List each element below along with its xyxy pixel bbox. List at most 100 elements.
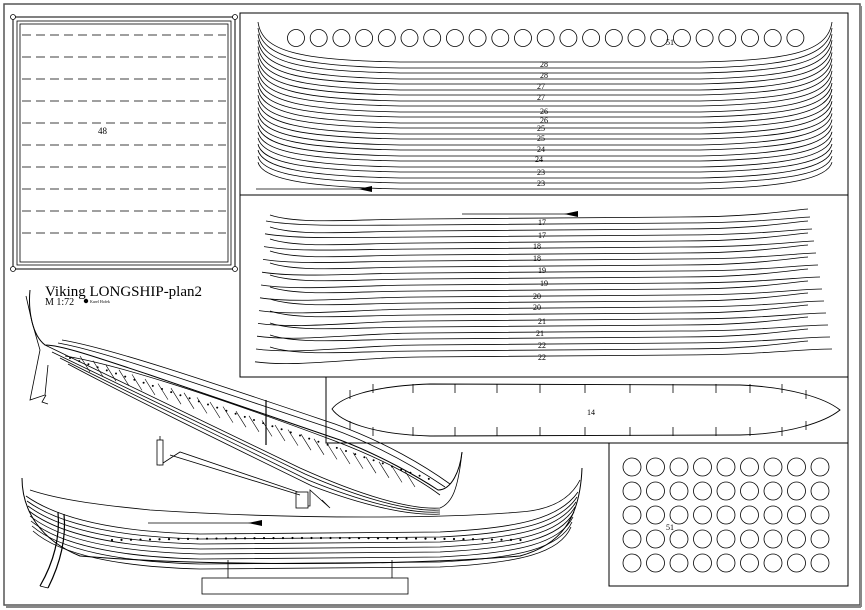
strake-label-25b: 25	[537, 134, 545, 143]
shield-disc	[740, 553, 759, 573]
shield-discs	[622, 457, 830, 573]
oar-hole	[372, 459, 375, 462]
middle-strake-outline	[254, 348, 833, 365]
strake-label-26b: 26	[540, 116, 548, 125]
shield-disc	[787, 457, 806, 477]
shield-disc	[787, 481, 806, 501]
upper-direction-arrow	[256, 186, 372, 192]
strake-label-18b: 18	[533, 254, 541, 263]
upper-strake-outline	[257, 46, 833, 85]
side-strake-line	[27, 501, 577, 545]
side-oar-hole	[272, 537, 275, 540]
hull-rib	[326, 443, 338, 460]
oar-hole	[216, 406, 219, 409]
hull-rib	[222, 406, 234, 423]
side-oar-hole	[243, 537, 247, 540]
hull-rib	[274, 424, 286, 442]
middle-strake-outline	[269, 328, 809, 342]
oar-hole	[409, 471, 412, 474]
strake-label-21b: 21	[536, 329, 544, 338]
middle-strake-outline	[269, 268, 809, 282]
shield-disc	[716, 553, 736, 573]
strake-label-28a: 28	[540, 60, 548, 69]
oar-hole	[391, 465, 393, 468]
strake-label-23b: 23	[537, 179, 545, 188]
upper-strake-outline	[257, 58, 833, 96]
oar-port-disc	[491, 29, 510, 47]
side-oar-hole	[519, 538, 522, 542]
upper-strake-outline	[257, 137, 833, 168]
shield-disc	[622, 505, 642, 525]
side-oar-hole	[424, 537, 427, 540]
shield-disc	[693, 553, 712, 573]
strake-label-21a: 21	[538, 317, 546, 326]
side-oar-hole	[329, 536, 332, 540]
oar-hole	[69, 357, 71, 359]
side-oar-hole	[462, 538, 465, 541]
middle-strake-labels: 17 17 18 18 19 19 20 20 21 21 22 22	[533, 218, 548, 362]
strake-label-27b: 27	[537, 93, 545, 102]
hull-rib	[131, 374, 143, 391]
shield-disc	[740, 505, 759, 525]
oar-port-disc	[423, 29, 442, 47]
side-oar-hole	[481, 538, 484, 541]
oar-hole	[400, 468, 403, 471]
shield-disc	[763, 553, 783, 573]
oar-port-disc	[559, 29, 578, 47]
strake-label-19a: 19	[538, 266, 546, 275]
deck-panel-label: 48	[98, 126, 108, 136]
shield-disc	[810, 505, 830, 525]
middle-strake-outline	[269, 340, 809, 354]
oar-hole	[179, 394, 182, 397]
oar-port-disc	[673, 29, 691, 47]
middle-strake-outline	[263, 240, 815, 251]
oar-hole	[161, 388, 163, 390]
side-strake-line	[28, 506, 576, 550]
oar-port-disc	[741, 29, 759, 47]
hull-rib	[79, 355, 91, 373]
side-oar-hole	[110, 538, 114, 542]
oar-port-disc	[287, 29, 305, 47]
hull-rib	[378, 461, 390, 478]
side-oar-hole	[281, 536, 285, 540]
side-oar-hole	[338, 536, 342, 540]
strake-label-19b: 19	[540, 279, 548, 288]
shield-disc	[693, 529, 712, 549]
middle-strake-outline	[258, 300, 825, 314]
side-oar-hole	[234, 537, 237, 540]
shield-disc	[810, 481, 830, 501]
middle-strake-outline	[269, 244, 809, 258]
side-oar-hole	[120, 538, 123, 541]
upper-strake-outline	[257, 70, 833, 107]
side-oar-hole	[205, 537, 209, 540]
upper-strake-outline	[257, 107, 833, 140]
shield-disc	[716, 529, 736, 549]
strake-label-23a: 23	[537, 168, 545, 177]
shield-disc	[693, 481, 712, 501]
hull-rib	[183, 392, 195, 409]
shield-disc	[810, 457, 830, 477]
oar-port-disc	[400, 29, 419, 47]
hull-rib	[209, 401, 221, 419]
middle-strake-outline	[264, 228, 813, 239]
hull-rib	[352, 452, 364, 469]
middle-strake-outline	[269, 292, 809, 306]
strake-label-22b: 22	[538, 353, 546, 362]
oar-hole	[133, 378, 136, 381]
plan-title: Viking LONGSHIP-plan2	[45, 284, 202, 300]
shield-disc	[787, 505, 806, 525]
oar-port-disc	[695, 29, 714, 47]
middle-strake-outline	[269, 316, 809, 330]
hull-rib	[92, 360, 104, 377]
shield-label: 51	[666, 523, 674, 532]
oar-port-disc	[377, 29, 396, 47]
upper-strakes	[257, 21, 833, 190]
middle-strake-outline	[256, 324, 829, 339]
shield-disc	[763, 505, 783, 525]
strake-label-17a: 17	[538, 218, 546, 227]
side-strake-line	[26, 496, 578, 540]
shield-disc	[646, 481, 665, 501]
ship-perspective-view	[25, 289, 463, 515]
shield-disc	[693, 457, 712, 477]
oar-hole	[96, 366, 99, 369]
